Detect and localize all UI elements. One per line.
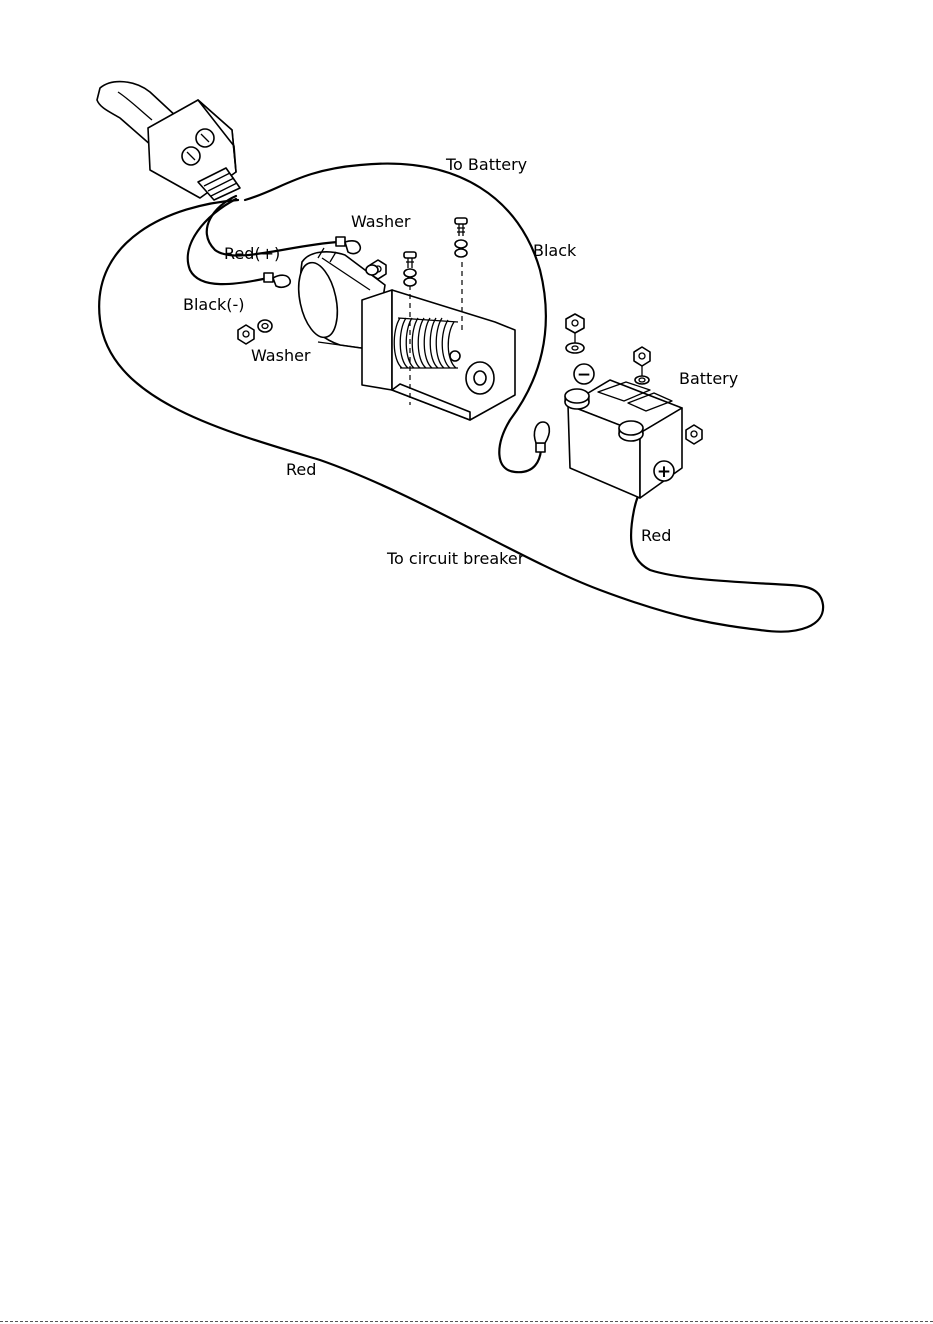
- svg-text:−: −: [577, 365, 591, 385]
- label-black-minus: Black(-): [183, 295, 245, 314]
- label-to-battery: To Battery: [445, 155, 527, 174]
- label-washer-bottom: Washer: [251, 346, 311, 365]
- label-red-plus: Red(+): [224, 244, 280, 263]
- label-red-loop: Red: [286, 460, 316, 479]
- negative-terminal-symbol: −: [574, 364, 594, 385]
- label-battery: Battery: [679, 369, 738, 388]
- winch-remote-control-icon: [97, 82, 240, 200]
- page-bottom-rule: [0, 1321, 933, 1322]
- black-minus-wire: [188, 199, 268, 284]
- label-red-battery: Red: [641, 526, 671, 545]
- positive-terminal-symbol: +: [654, 461, 674, 482]
- svg-text:+: +: [657, 462, 671, 482]
- label-to-circuit-breaker: To circuit breaker: [386, 549, 525, 568]
- label-black: Black: [533, 241, 577, 260]
- label-washer-top: Washer: [351, 212, 411, 231]
